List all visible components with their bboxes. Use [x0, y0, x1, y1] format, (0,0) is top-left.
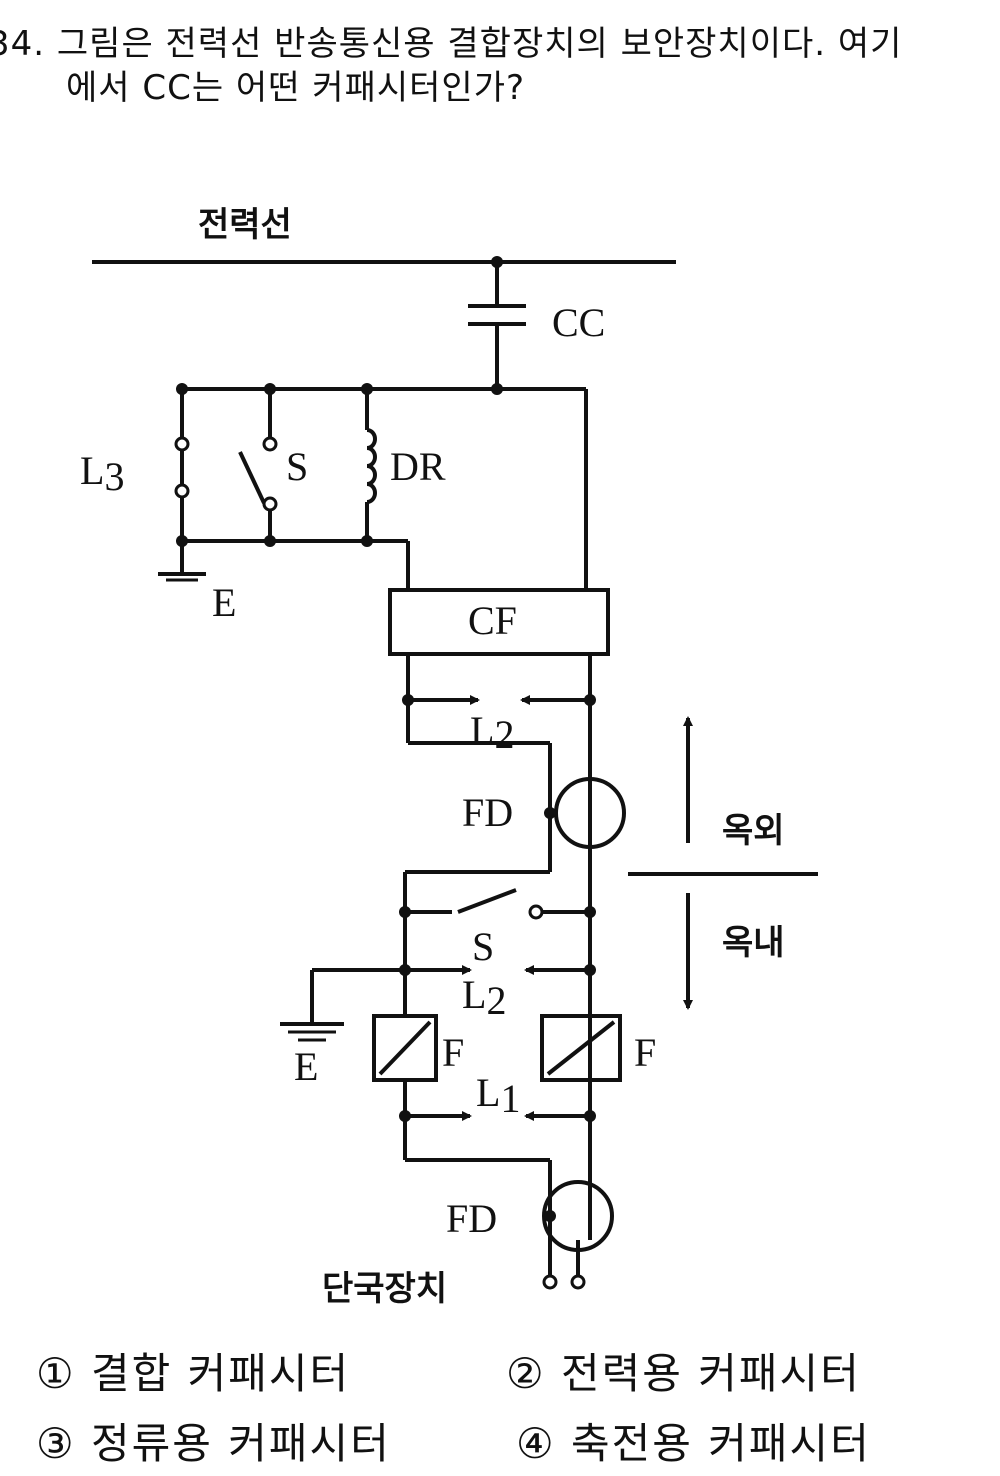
- label-l2-top: L2: [470, 708, 514, 757]
- label-e-top: E: [212, 580, 236, 625]
- option-1[interactable]: ① 결합 커패시터: [36, 1349, 351, 1398]
- cf-block: [388, 588, 610, 656]
- label-dr: DR: [390, 444, 446, 489]
- option-3[interactable]: ③ 정류용 커패시터: [36, 1419, 391, 1468]
- label-s-bottom: S: [472, 924, 494, 969]
- terminal-right: [570, 1274, 586, 1290]
- label-cc: CC: [552, 300, 605, 345]
- label-terminal: 단국장치: [322, 1269, 447, 1309]
- option-2[interactable]: ② 전력용 커패시터: [506, 1349, 861, 1398]
- terminal-left: [542, 1274, 558, 1290]
- question-line-2: 에서 CC는 어떤 커패시터인가?: [66, 68, 526, 108]
- label-l2-bottom: L2: [462, 972, 506, 1023]
- label-f-right: F: [634, 1030, 656, 1075]
- switch-s-top-blade: [238, 451, 266, 504]
- dr-inductor-coil: [366, 428, 377, 504]
- label-indoor: 옥내: [722, 923, 785, 963]
- label-s-top: S: [286, 444, 308, 489]
- label-outdoor: 옥외: [722, 811, 785, 851]
- label-e-bottom: E: [294, 1044, 318, 1089]
- switch-s-bottom-blade: [457, 888, 517, 914]
- option-4[interactable]: ④ 축전용 커패시터: [516, 1419, 871, 1468]
- label-cf: CF: [468, 598, 517, 643]
- question-line-1: 34. 그림은 전력선 반송통신용 결합장치의 보안장치이다. 여기: [0, 24, 903, 64]
- label-power-line: 전력선: [198, 205, 292, 245]
- label-f-left: F: [442, 1030, 464, 1075]
- f-right-block: [540, 1014, 622, 1082]
- label-fd-bottom: FD: [446, 1196, 497, 1241]
- label-l3: L3: [80, 448, 124, 499]
- label-fd-top: FD: [462, 790, 513, 835]
- label-l1: L1: [476, 1070, 520, 1121]
